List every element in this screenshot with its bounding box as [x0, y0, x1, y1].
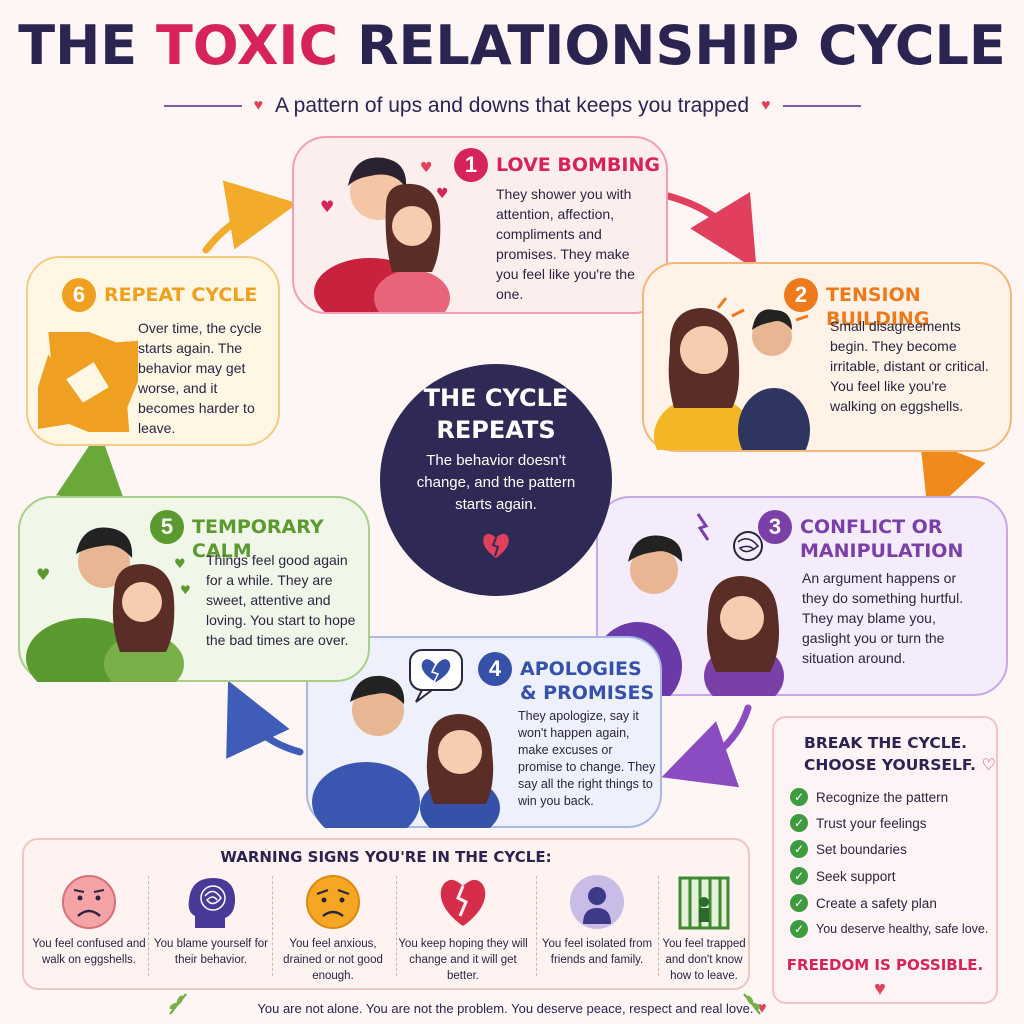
- check-icon: ✓: [790, 867, 808, 885]
- svg-text:♥: ♥: [36, 565, 50, 584]
- step-body: They apologize, say it won't happen agai…: [518, 709, 656, 808]
- step-number-badge: 2: [784, 278, 818, 312]
- subtitle: A pattern of ups and downs that keeps yo…: [275, 94, 749, 117]
- center-body: The behavior doesn't change, and the pat…: [416, 452, 576, 513]
- check-icon: ✓: [790, 920, 808, 938]
- step-number-badge: 6: [62, 278, 96, 312]
- step-title: TENSION BUILDING: [826, 284, 930, 330]
- arrow-4-to-5: [226, 680, 304, 759]
- cage-icon: [678, 876, 730, 930]
- warning-sign: You blame yourself for their behavior.: [152, 872, 270, 984]
- check-icon: ✓: [790, 788, 808, 806]
- couple-embracing-illustration: ♥ ♥ ♥: [314, 157, 450, 312]
- step-title: TEMPORARY CALM: [192, 516, 324, 562]
- step-card-tension-building: 2 TENSION BUILDING Small disagreements b…: [642, 262, 1012, 452]
- title-accent: TOXIC: [155, 14, 339, 77]
- check-icon: ✓: [790, 814, 808, 832]
- leaf-sprig-icon: [743, 993, 761, 1015]
- step-number-badge: 3: [758, 510, 792, 544]
- checklist-item: ✓Seek support: [790, 867, 896, 885]
- sign-divider: [148, 876, 149, 976]
- svg-text:♥: ♥: [180, 583, 191, 597]
- calm-couple-illustration: ♥ ♥ ♥: [26, 527, 191, 682]
- checklist-item: ✓You deserve healthy, safe love.: [790, 920, 988, 938]
- step-number-badge: 1: [454, 148, 488, 182]
- freedom-text: FREEDOM IS POSSIBLE.: [786, 956, 984, 974]
- svg-text:♥: ♥: [320, 197, 334, 216]
- break-title: BREAK THE CYCLE. CHOOSE YOURSELF. ♡: [804, 734, 996, 774]
- step-body: An argument happens or they do something…: [802, 570, 964, 666]
- step-card-apologies-promises: 4 APOLOGIES & PROMISES They apologize, s…: [306, 636, 662, 828]
- step-title: LOVE BOMBING: [496, 154, 660, 176]
- sign-divider: [396, 876, 397, 976]
- divider-line: [782, 105, 861, 107]
- step-title: REPEAT CYCLE: [104, 284, 258, 306]
- cycle-arrows-icon: [38, 332, 138, 432]
- step-card-temporary-calm: ♥ ♥ ♥ 5 TEMPORARY CALM Things feel good …: [18, 496, 370, 682]
- step-body: Small disagreements begin. They become i…: [830, 318, 989, 414]
- arrow-1-to-2: [664, 191, 757, 270]
- apologizing-couple-illustration: [312, 649, 500, 828]
- footer-message: You are not alone. You are not the probl…: [257, 1000, 767, 1017]
- svg-text:♥: ♥: [436, 186, 449, 202]
- sign-divider: [658, 876, 659, 976]
- step-number-badge: 5: [150, 510, 184, 544]
- svg-text:♥: ♥: [420, 160, 433, 176]
- warning-sign: You feel isolated from friends and famil…: [538, 872, 656, 984]
- isolated-person-icon: [570, 875, 624, 929]
- tense-couple-illustration: [654, 292, 810, 450]
- warning-sign: You feel confused and walk on eggshells.: [30, 872, 148, 984]
- sign-divider: [536, 876, 537, 976]
- worried-face-icon: [306, 875, 360, 929]
- check-icon: ✓: [790, 894, 808, 912]
- sign-divider: [272, 876, 273, 976]
- step-title: APOLOGIES & PROMISES: [520, 658, 655, 704]
- svg-text:♥: ♥: [174, 557, 186, 572]
- warning-title: WARNING SIGNS YOU'RE IN THE CYCLE:: [220, 848, 552, 866]
- checklist-item: ✓Trust your feelings: [790, 814, 927, 832]
- warning-sign: You feel trapped and don't know how to l…: [654, 872, 754, 984]
- checklist-item: ✓Recognize the pattern: [790, 788, 948, 806]
- subtitle-row: ♥ A pattern of ups and downs that keeps …: [0, 94, 1024, 118]
- cycle-repeats-circle: THE CYCLE REPEATS The behavior doesn't c…: [380, 364, 612, 596]
- broken-heart-icon: [440, 879, 486, 926]
- arrow-5-to-6: [56, 430, 126, 505]
- center-title: THE CYCLE REPEATS: [423, 384, 569, 444]
- leaf-sprig-icon: [169, 993, 187, 1015]
- divider-line: [163, 105, 242, 107]
- step-body: Things feel good again for a while. They…: [206, 552, 356, 648]
- warning-sign: You feel anxious, drained or not good en…: [274, 872, 392, 984]
- step-body: They shower you with attention, affectio…: [496, 186, 635, 302]
- page-title: THE TOXIC RELATIONSHIP CYCLE: [18, 14, 1006, 77]
- heart-icon: ♥: [874, 978, 886, 1000]
- tangled-head-icon: [188, 878, 235, 928]
- arrow-6-to-1: [202, 180, 298, 254]
- heart-icon: ♥: [757, 1000, 767, 1017]
- heart-icon: ♡: [981, 755, 996, 774]
- step-body: Over time, the cycle starts again. The b…: [138, 320, 262, 436]
- break-the-cycle-panel: BREAK THE CYCLE. CHOOSE YOURSELF. ♡ ✓Rec…: [772, 716, 998, 1004]
- checklist-item: ✓Create a safety plan: [790, 894, 937, 912]
- warning-sign: You keep hoping they will change and it …: [396, 872, 530, 984]
- step-card-repeat-cycle: 6 REPEAT CYCLE Over time, the cycle star…: [26, 256, 280, 446]
- heart-icon: ♥: [761, 97, 771, 114]
- step-number-badge: 4: [478, 652, 512, 686]
- check-icon: ✓: [790, 840, 808, 858]
- warning-signs-panel: WARNING SIGNS YOU'RE IN THE CYCLE: You f…: [22, 838, 750, 990]
- arrow-3-to-4: [661, 704, 752, 788]
- checklist-item: ✓Set boundaries: [790, 840, 907, 858]
- heart-icon: ♥: [253, 97, 264, 114]
- sad-face-icon: [62, 875, 116, 929]
- broken-heart-icon: [483, 533, 509, 558]
- step-title: CONFLICT OR MANIPULATION: [800, 516, 964, 562]
- step-card-love-bombing: ♥ ♥ ♥ 1 LOVE BOMBING They shower you wit…: [292, 136, 668, 314]
- arrow-2-to-3: [919, 438, 986, 517]
